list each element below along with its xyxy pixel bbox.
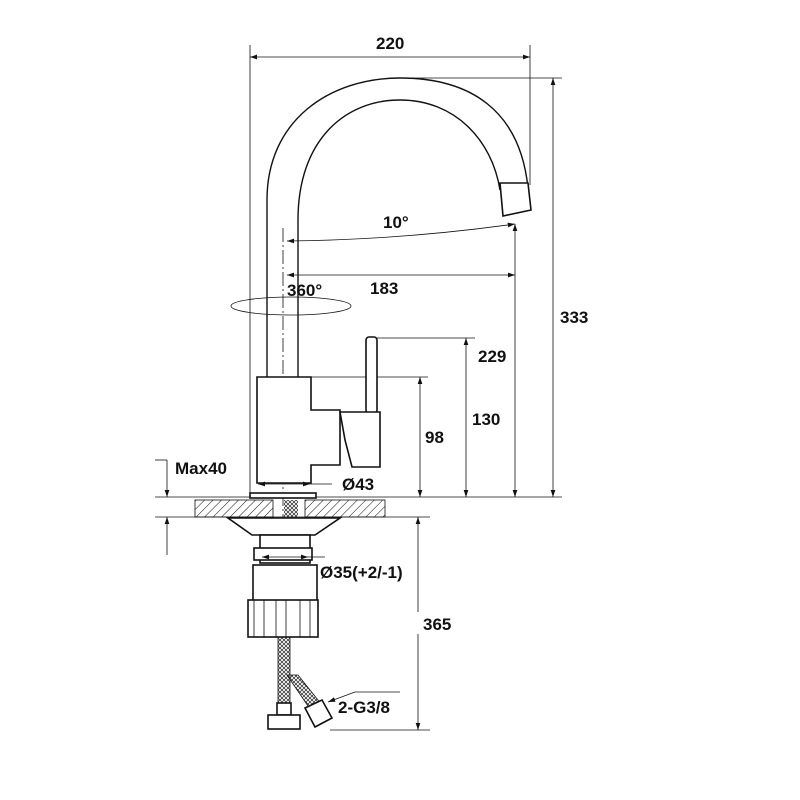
svg-text:2-G3/8: 2-G3/8: [338, 698, 390, 717]
dimension-183: 183: [287, 272, 515, 298]
supply-hoses: [267, 636, 334, 730]
handle-lever: [365, 336, 378, 414]
extension-lines: [155, 45, 562, 731]
dimension-365: 365: [410, 517, 460, 730]
dimension-333: 333: [550, 78, 588, 497]
svg-text:183: 183: [370, 279, 398, 298]
svg-text:229: 229: [478, 347, 506, 366]
svg-text:10°: 10°: [383, 213, 409, 232]
svg-text:220: 220: [376, 34, 404, 53]
dimension-10deg: 10°: [286, 213, 516, 244]
svg-text:Max40: Max40: [175, 459, 227, 478]
countertop: [194, 499, 386, 518]
dimension-43: Ø43: [258, 475, 374, 494]
label-connection: 2-G3/8: [327, 691, 400, 717]
svg-text:130: 130: [472, 410, 500, 429]
dimension-130: 130: [463, 338, 500, 497]
svg-text:98: 98: [425, 428, 444, 447]
spout: [266, 77, 532, 377]
faucet-body: [256, 376, 341, 484]
dimension-max40: Max40: [164, 459, 227, 555]
svg-text:Ø35(+2/-1): Ø35(+2/-1): [320, 563, 403, 582]
svg-text:Ø43: Ø43: [342, 475, 374, 494]
svg-text:333: 333: [560, 308, 588, 327]
dimension-220: 220: [250, 34, 530, 60]
dimension-229: 229: [478, 224, 518, 497]
svg-text:360°: 360°: [287, 281, 322, 300]
dimension-98: 98: [417, 377, 444, 497]
svg-text:365: 365: [423, 615, 451, 634]
dimension-360: 360°: [230, 281, 352, 316]
dimension-35: Ø35(+2/-1): [262, 554, 403, 582]
base-plate: [249, 492, 317, 499]
handle-block: [339, 411, 381, 468]
